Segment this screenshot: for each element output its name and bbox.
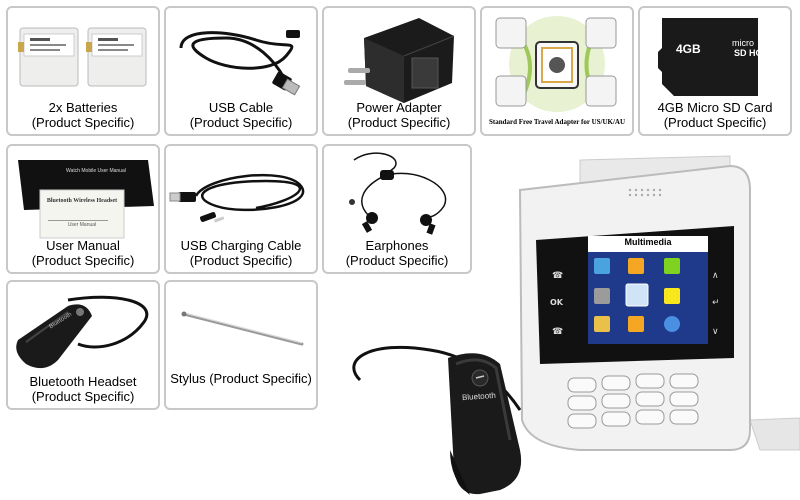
user-manual-image: Watch Mobile User Manual Bluetooth Wirel…	[8, 146, 158, 244]
tile-caption: USB Cable (Product Specific)	[166, 100, 316, 130]
tile-stylus: Stylus (Product Specific)	[164, 280, 318, 410]
tile-caption: Standard Free Travel Adapter for US/UK/A…	[482, 115, 632, 130]
manual-title: Bluetooth Wireless Headset	[46, 198, 118, 204]
tile-subtitle: (Product Specific)	[31, 389, 135, 404]
tile-subtitle: (Product Specific)	[189, 253, 293, 268]
tile-power-adapter: Power Adapter (Product Specific)	[322, 6, 476, 136]
manual-subtitle: User Manual	[67, 222, 97, 228]
travel-adapter-image	[482, 8, 632, 120]
watch-phone-image: ☎ OK ☎ ∧ ↵ ∨	[352, 155, 800, 495]
sd-class: SD HC	[734, 48, 763, 58]
batteries-image	[8, 8, 158, 106]
tile-bluetooth-headset: Bluetooth Bluetooth Headset (Product Spe…	[6, 280, 160, 410]
svg-text:∧: ∧	[712, 271, 719, 281]
tile-caption: Bluetooth Headset (Product Specific)	[8, 374, 158, 404]
tile-title: Standard Free Travel Adapter for US/UK/A…	[488, 118, 626, 126]
tile-caption: User Manual (Product Specific)	[8, 238, 158, 268]
tile-caption: 2x Batteries (Product Specific)	[8, 100, 158, 130]
svg-text:∨: ∨	[712, 327, 719, 337]
tile-user-manual: Watch Mobile User Manual Bluetooth Wirel…	[6, 144, 160, 274]
tile-title: 4GB Micro SD Card	[657, 100, 773, 115]
tile-title: Stylus (Product Specific)	[170, 371, 312, 386]
tile-sd-card: 4GB micro SD HC 4GB Micro SD Card (Produ…	[638, 6, 792, 136]
tile-caption: USB Charging Cable (Product Specific)	[166, 238, 316, 268]
svg-text:☎: ☎	[552, 271, 563, 281]
tile-subtitle: (Product Specific)	[345, 253, 449, 268]
tile-title: Bluetooth Headset	[29, 374, 137, 389]
tile-batteries: 2x Batteries (Product Specific)	[6, 6, 160, 136]
earphones-image	[324, 146, 470, 244]
tile-title: USB Cable	[208, 100, 274, 115]
watch-phone-scene: ☎ OK ☎ ∧ ↵ ∨ Multimedia Bluetooth	[330, 150, 800, 500]
tile-title: User Manual	[46, 238, 120, 253]
tile-usb-cable: USB Cable (Product Specific)	[164, 6, 318, 136]
tile-earphones: Earphones (Product Specific)	[322, 144, 472, 274]
svg-text:☎: ☎	[552, 327, 563, 337]
tile-subtitle: (Product Specific)	[347, 115, 451, 130]
watch-screen-title: Multimedia	[624, 237, 672, 247]
tile-subtitle: (Product Specific)	[189, 115, 293, 130]
ok-label: OK	[550, 298, 564, 307]
sd-card-image: 4GB micro SD HC	[640, 8, 790, 106]
tile-subtitle: (Product Specific)	[31, 253, 135, 268]
power-adapter-image	[324, 8, 474, 106]
tile-caption: Stylus (Product Specific)	[166, 371, 316, 386]
stylus-image	[166, 282, 316, 380]
tile-caption: 4GB Micro SD Card (Product Specific)	[640, 100, 790, 130]
tile-title: USB Charging Cable	[180, 238, 302, 253]
sd-brand: micro	[732, 38, 754, 48]
tile-usb-charging-cable: USB Charging Cable (Product Specific)	[164, 144, 318, 274]
tile-title: 2x Batteries	[48, 100, 118, 115]
tile-title: Earphones	[365, 238, 429, 253]
sd-capacity: 4GB	[676, 42, 701, 56]
tile-subtitle: (Product Specific)	[31, 115, 135, 130]
tile-travel-adapter: Standard Free Travel Adapter for US/UK/A…	[480, 6, 634, 136]
svg-text:↵: ↵	[712, 298, 720, 308]
usb-cable-image	[166, 8, 316, 106]
tile-title: Power Adapter	[356, 100, 442, 115]
usb-charging-cable-image	[166, 146, 316, 244]
tile-caption: Earphones (Product Specific)	[324, 238, 470, 268]
bluetooth-headset-image: Bluetooth	[8, 282, 158, 380]
manual-top-text: Watch Mobile User Manual	[66, 168, 126, 174]
tile-subtitle: (Product Specific)	[663, 115, 767, 130]
tile-caption: Power Adapter (Product Specific)	[324, 100, 474, 130]
